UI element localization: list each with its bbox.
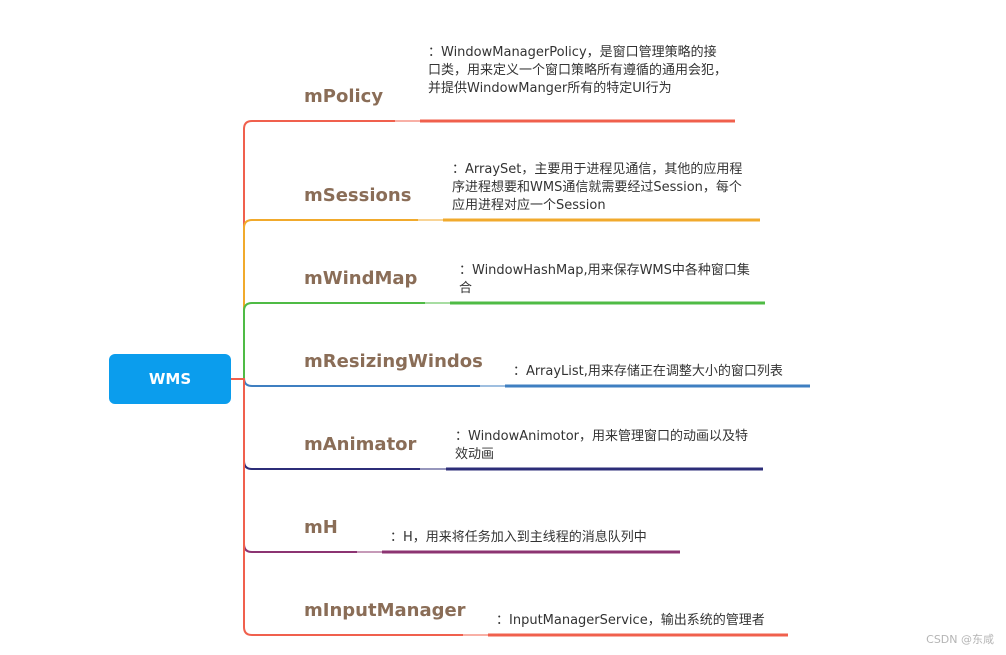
- connector-branch: [231, 219, 418, 380]
- connector-branch: [231, 302, 425, 380]
- branch-label-minputmanager[interactable]: mInputManager: [304, 600, 466, 621]
- connector-branch: [231, 378, 463, 636]
- connector-branch: [231, 120, 395, 380]
- branch-desc-mresizingwindos: ：ArrayList,用来存储正在调整大小的窗口列表: [513, 364, 783, 379]
- branch-label-mpolicy[interactable]: mPolicy: [304, 86, 384, 107]
- branch-desc-minputmanager: ：InputManagerService，输出系统的管理者: [496, 613, 765, 628]
- branch-desc-mpolicy: ：WindowManagerPolicy，是窗口管理策略的接口类，用来定义一个窗…: [428, 45, 728, 96]
- root-node-wms[interactable]: WMS: [109, 354, 231, 404]
- branch-label-mwindmap[interactable]: mWindMap: [304, 268, 418, 289]
- branch-desc-mwindmap: ：WindowHashMap,用来保存WMS中各种窗口集合: [459, 263, 750, 296]
- branch-desc-manimator: ：WindowAnimotor，用来管理窗口的动画以及特效动画: [455, 429, 749, 462]
- connector-branch: [231, 378, 420, 470]
- connector-branch: [231, 377, 480, 387]
- branch-desc-mh: ：H，用来将任务加入到主线程的消息队列中: [390, 530, 647, 545]
- watermark: CSDN @东咸: [926, 633, 994, 646]
- branch-label-mresizingwindos[interactable]: mResizingWindos: [304, 351, 483, 372]
- root-label: WMS: [148, 370, 192, 388]
- branch-desc-msessions: ：ArraySet，主要用于进程见通信，其他的应用程序进程想要和WMS通信就需要…: [452, 162, 743, 213]
- branch-label-mh[interactable]: mH: [304, 517, 338, 538]
- connector-branch: [231, 378, 357, 553]
- branch-label-msessions[interactable]: mSessions: [304, 185, 412, 206]
- branch-label-manimator[interactable]: mAnimator: [304, 434, 417, 455]
